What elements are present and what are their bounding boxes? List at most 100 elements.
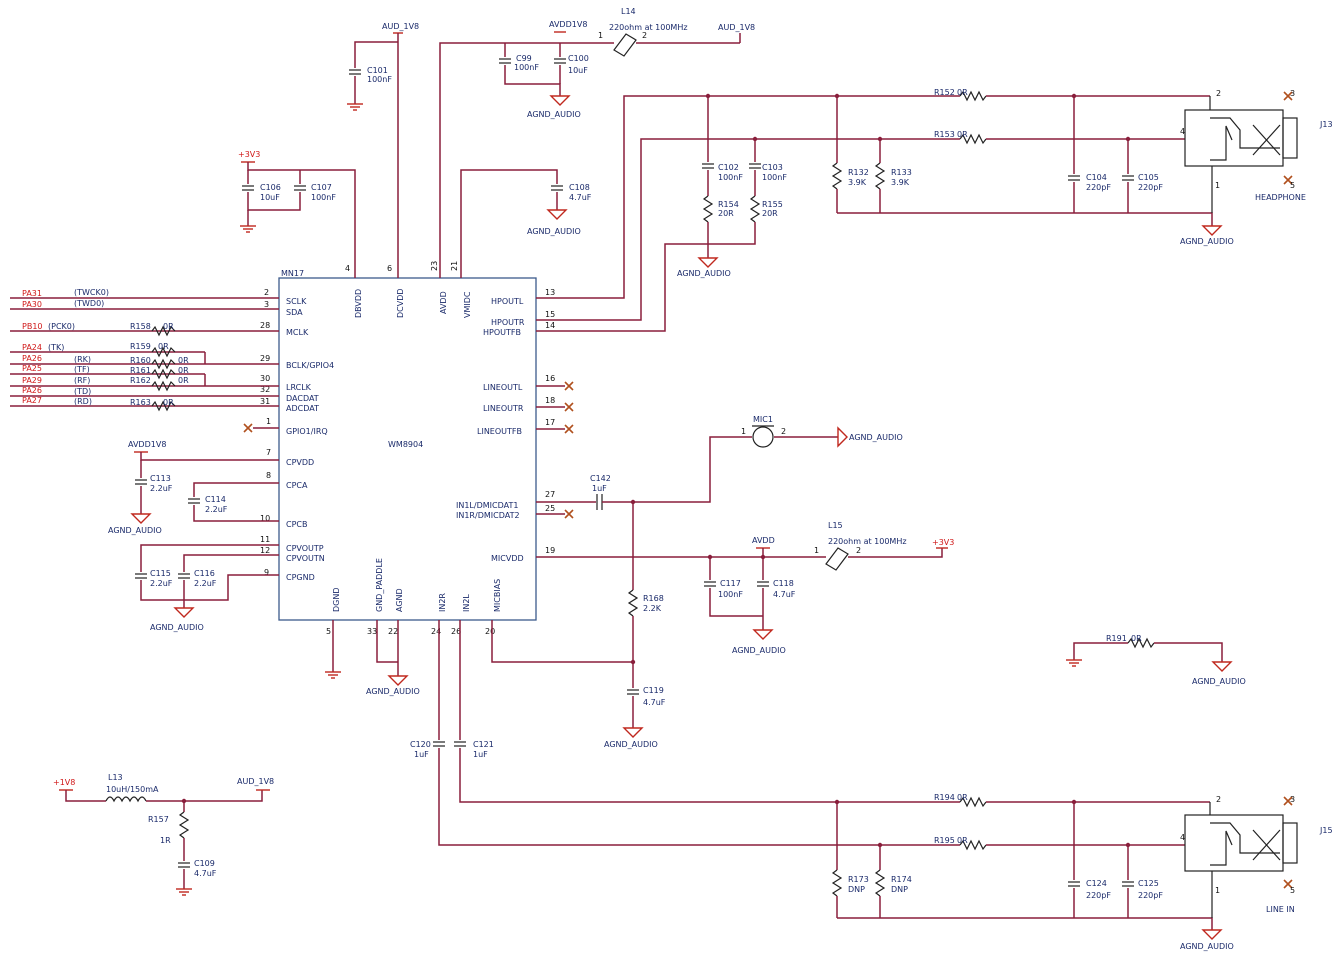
svg-text:SCLK: SCLK — [286, 297, 307, 306]
svg-text:5: 5 — [326, 627, 331, 636]
svg-text:0R: 0R — [178, 356, 189, 365]
svg-text:AGND_AUDIO: AGND_AUDIO — [1180, 237, 1234, 246]
svg-text:4: 4 — [1180, 127, 1185, 136]
svg-text:AUD_1V8: AUD_1V8 — [382, 22, 419, 31]
svg-text:7: 7 — [266, 448, 271, 457]
mic-input-circuit: C142 1uF MIC1 1 2 AGND_AUDIO R168 2.2K C… — [491, 415, 903, 749]
svg-text:100nF: 100nF — [311, 193, 336, 202]
svg-text:220ohm at 100MHz: 220ohm at 100MHz — [609, 23, 688, 32]
svg-text:ADCDAT: ADCDAT — [286, 404, 319, 413]
svg-text:AVDD: AVDD — [439, 291, 448, 314]
svg-text:14: 14 — [545, 321, 555, 330]
svg-text:R152: R152 — [934, 88, 955, 97]
svg-text:0R: 0R — [178, 376, 189, 385]
svg-text:(TF): (TF) — [74, 365, 90, 374]
svg-text:R173: R173 — [848, 875, 869, 884]
svg-text:0R: 0R — [957, 130, 968, 139]
svg-text:MICVDD: MICVDD — [491, 554, 524, 563]
svg-text:100nF: 100nF — [514, 63, 539, 72]
svg-text:AGND_AUDIO: AGND_AUDIO — [677, 269, 731, 278]
svg-text:4: 4 — [345, 264, 350, 273]
svg-text:C120: C120 — [410, 740, 431, 749]
svg-text:32: 32 — [260, 385, 270, 394]
svg-text:1R: 1R — [160, 836, 171, 845]
svg-text:CPVDD: CPVDD — [286, 458, 314, 467]
vmidc-decoupling: C108 4.7uF AGND_AUDIO — [460, 169, 592, 278]
svg-text:GPIO1/IRQ: GPIO1/IRQ — [286, 427, 328, 436]
svg-text:AGND_AUDIO: AGND_AUDIO — [108, 526, 162, 535]
svg-text:IN2L: IN2L — [462, 594, 471, 612]
svg-text:LINEOUTFB: LINEOUTFB — [477, 427, 522, 436]
svg-text:R191: R191 — [1106, 634, 1127, 643]
host-signal-lines — [10, 297, 279, 429]
svg-text:MCLK: MCLK — [286, 328, 309, 337]
svg-text:DBVDD: DBVDD — [354, 289, 363, 318]
svg-text:R155: R155 — [762, 200, 783, 209]
svg-text:1: 1 — [266, 417, 271, 426]
ic-ground-connections: AGND_AUDIO — [324, 620, 420, 696]
svg-text:+3V3: +3V3 — [932, 538, 954, 547]
svg-text:2.2K: 2.2K — [643, 604, 662, 613]
svg-text:CPCA: CPCA — [286, 481, 308, 490]
svg-text:(TD): (TD) — [74, 387, 91, 396]
svg-text:15: 15 — [545, 310, 555, 319]
svg-text:2: 2 — [781, 427, 786, 436]
svg-text:C124: C124 — [1086, 879, 1107, 888]
svg-text:1: 1 — [1215, 181, 1220, 190]
svg-text:VMIDC: VMIDC — [463, 291, 472, 318]
ic-top-pins: DBVDD 4 DCVDD 6 AVDD 23 VMIDC 21 — [345, 261, 472, 318]
svg-text:2.2uF: 2.2uF — [150, 579, 173, 588]
svg-text:5: 5 — [1290, 886, 1295, 895]
svg-text:3: 3 — [1290, 795, 1295, 804]
svg-text:R162: R162 — [130, 376, 151, 385]
svg-text:(RK): (RK) — [74, 355, 91, 364]
svg-text:R132: R132 — [848, 168, 869, 177]
svg-text:L15: L15 — [828, 521, 843, 530]
svg-text:2: 2 — [1216, 89, 1221, 98]
svg-text:29: 29 — [260, 354, 270, 363]
svg-text:4: 4 — [1180, 833, 1185, 842]
ic-wm8904-body — [278, 277, 537, 621]
svg-text:2.2uF: 2.2uF — [194, 579, 217, 588]
svg-text:0R: 0R — [957, 836, 968, 845]
p1v8-filter: +1V8 AUD_1V8 L13 10uH/150mA R157 1R C109… — [53, 773, 274, 896]
svg-text:19: 19 — [545, 546, 555, 555]
svg-text:11: 11 — [260, 535, 270, 544]
svg-text:C104: C104 — [1086, 173, 1107, 182]
gnd-tie-r191: R191 0R AGND_AUDIO — [1065, 634, 1246, 686]
svg-text:220pF: 220pF — [1138, 183, 1163, 192]
svg-text:IN1L/DMICDAT1: IN1L/DMICDAT1 — [456, 501, 518, 510]
svg-text:(TWCK0): (TWCK0) — [74, 288, 109, 297]
svg-text:100nF: 100nF — [762, 173, 787, 182]
svg-text:C103: C103 — [762, 163, 783, 172]
svg-text:1uF: 1uF — [414, 750, 429, 759]
svg-text:DGND: DGND — [332, 587, 341, 612]
svg-text:HPOUTL: HPOUTL — [491, 297, 524, 306]
svg-text:R174: R174 — [891, 875, 912, 884]
svg-text:220pF: 220pF — [1086, 891, 1111, 900]
svg-text:24: 24 — [431, 627, 441, 636]
line-in-jack-j15: 2 4 1 3 5 J15 LINE IN — [1180, 795, 1333, 918]
ic-ref: MN17 — [281, 269, 304, 278]
svg-text:PA25: PA25 — [22, 364, 42, 373]
svg-text:20R: 20R — [762, 209, 778, 218]
svg-text:DACDAT: DACDAT — [286, 394, 319, 403]
svg-text:PA30: PA30 — [22, 300, 42, 309]
avdd-1v8-supply: AVDD1V8 C99 100nF C100 10uF AGND_AUDIO L… — [439, 7, 755, 278]
svg-text:AGND_AUDIO: AGND_AUDIO — [849, 433, 903, 442]
svg-text:1uF: 1uF — [592, 484, 607, 493]
svg-text:0R: 0R — [957, 88, 968, 97]
svg-text:AVDD: AVDD — [752, 536, 775, 545]
svg-text:(RD): (RD) — [74, 397, 92, 406]
ic-right-pins: HPOUTL 13 HPOUTR 15 HPOUTFB 14 LINEOUTL … — [456, 288, 555, 563]
svg-text:2: 2 — [642, 31, 647, 40]
svg-text:220ohm at 100MHz: 220ohm at 100MHz — [828, 537, 907, 546]
svg-text:R133: R133 — [891, 168, 912, 177]
svg-text:22: 22 — [388, 627, 398, 636]
svg-text:HEADPHONE: HEADPHONE — [1255, 193, 1306, 202]
svg-text:MIC1: MIC1 — [753, 415, 773, 424]
svg-text:(PCK0): (PCK0) — [48, 322, 75, 331]
svg-text:6: 6 — [387, 264, 392, 273]
svg-text:DNP: DNP — [891, 885, 908, 894]
svg-text:AGND_AUDIO: AGND_AUDIO — [527, 110, 581, 119]
